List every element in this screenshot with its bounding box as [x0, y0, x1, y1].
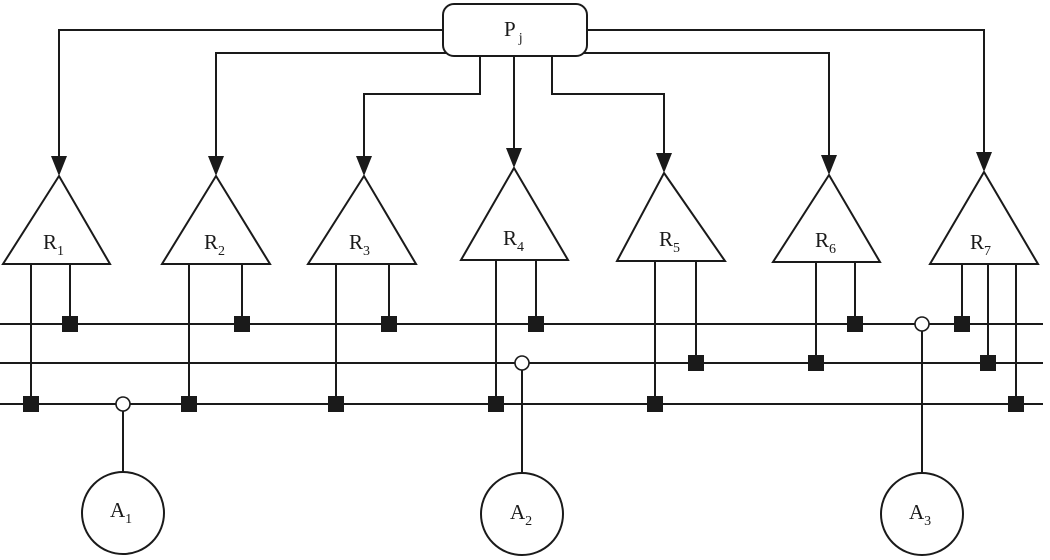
junction-square: [647, 396, 663, 412]
connector-r1: [58, 29, 445, 156]
actuator-a2: [480, 472, 564, 556]
arrowhead-r1: [51, 156, 67, 176]
connector-r5: [551, 56, 665, 153]
tap-circle-a3: [914, 316, 930, 332]
arrowhead-r4: [506, 148, 522, 168]
actuator-label-a1: A1: [110, 498, 132, 527]
actuator-a1: [81, 471, 165, 555]
receiver-labels: R1 R2 R3 R4 R5 R6 R7: [43, 226, 991, 259]
receiver-r6: [771, 173, 882, 263]
receiver-r5: [615, 171, 727, 262]
processor-box: [442, 3, 588, 57]
actuator-a3: [880, 472, 964, 556]
tap-circle-a2: [514, 355, 530, 371]
junction-square: [1008, 396, 1024, 412]
actuator-connections: [115, 316, 930, 473]
receiver-label-r6: R6: [815, 228, 836, 257]
processor-connectors: [58, 29, 985, 156]
receiver-label-r5: R5: [659, 227, 680, 256]
junction-square: [381, 316, 397, 332]
junction-square: [328, 396, 344, 412]
bus-junctions: [23, 316, 1024, 412]
processor-dots: ...: [553, 48, 562, 60]
actuator-label-a3: A3: [909, 500, 931, 529]
junction-square: [847, 316, 863, 332]
receiver-r2: [160, 174, 272, 265]
arrowheads: [51, 148, 992, 176]
connector-r2: [215, 52, 470, 156]
junction-square: [688, 355, 704, 371]
arrowhead-r2: [208, 156, 224, 176]
receiver-label-r7: R7: [970, 230, 991, 259]
junction-square: [62, 316, 78, 332]
connector-r6: [572, 52, 830, 155]
arrowhead-r5: [656, 153, 672, 173]
receiver-label-r3: R3: [349, 230, 370, 259]
junction-square: [528, 316, 544, 332]
junction-square: [954, 316, 970, 332]
receiver-r4: [459, 166, 570, 261]
receiver-output-wires: [30, 260, 1017, 404]
receiver-label-r1: R1: [43, 230, 64, 259]
receiver-label-r4: R4: [503, 226, 524, 255]
receiver-label-r2: R2: [204, 230, 225, 259]
junction-square: [980, 355, 996, 371]
connector-r3: [363, 56, 481, 156]
arrowhead-r6: [821, 155, 837, 175]
receiver-r1: [1, 174, 112, 265]
receiver-r3: [306, 174, 418, 265]
receiver-r7: [928, 170, 1040, 265]
junction-square: [808, 355, 824, 371]
junction-square: [488, 396, 504, 412]
connector-r7: [587, 29, 985, 152]
actuators: A1 A2 A3: [81, 471, 964, 556]
actuator-label-a2: A2: [510, 500, 532, 529]
junction-square: [234, 316, 250, 332]
arrowhead-r3: [356, 156, 372, 176]
tap-circle-a1: [115, 396, 131, 412]
junction-square: [181, 396, 197, 412]
arrowhead-r7: [976, 152, 992, 172]
receiver-triangles: [1, 166, 1040, 265]
junction-square: [23, 396, 39, 412]
